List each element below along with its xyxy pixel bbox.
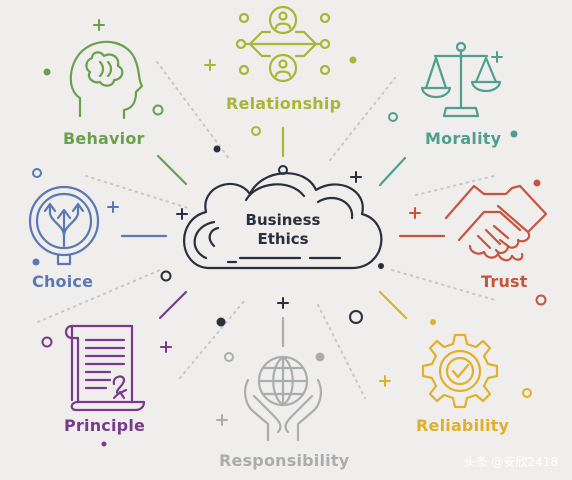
label-reliability: Reliability: [416, 416, 510, 435]
reliability-connector: [378, 290, 408, 320]
scales-icon: [420, 41, 502, 118]
cloud-icon: [183, 172, 383, 270]
behavior-connector: [156, 154, 188, 186]
decorations: [32, 19, 547, 447]
morality-connector: [378, 156, 407, 187]
watermark: 头条 @安欣2418: [463, 455, 558, 469]
connected-people-icon: [235, 5, 331, 83]
arrows-choice-icon: [28, 185, 100, 266]
scroll-document-icon: [64, 324, 146, 412]
label-responsibility: Responsibility: [219, 451, 350, 470]
center-title-line2: Ethics: [257, 230, 309, 248]
label-relationship: Relationship: [226, 94, 342, 113]
principle-connector: [158, 290, 188, 320]
label-morality: Morality: [425, 129, 502, 148]
label-choice: Choice: [32, 272, 94, 291]
label-trust: Trust: [481, 272, 528, 291]
dotted-connectors: [37, 61, 499, 399]
gear-check-icon: [421, 333, 499, 409]
center-title: Business Ethics: [216, 211, 350, 249]
handshake-icon: [444, 184, 548, 262]
center-title-line1: Business: [245, 211, 321, 229]
hands-globe-icon: [244, 355, 322, 442]
label-principle: Principle: [64, 416, 146, 435]
head-brain-icon: [69, 40, 144, 120]
label-behavior: Behavior: [63, 129, 145, 148]
